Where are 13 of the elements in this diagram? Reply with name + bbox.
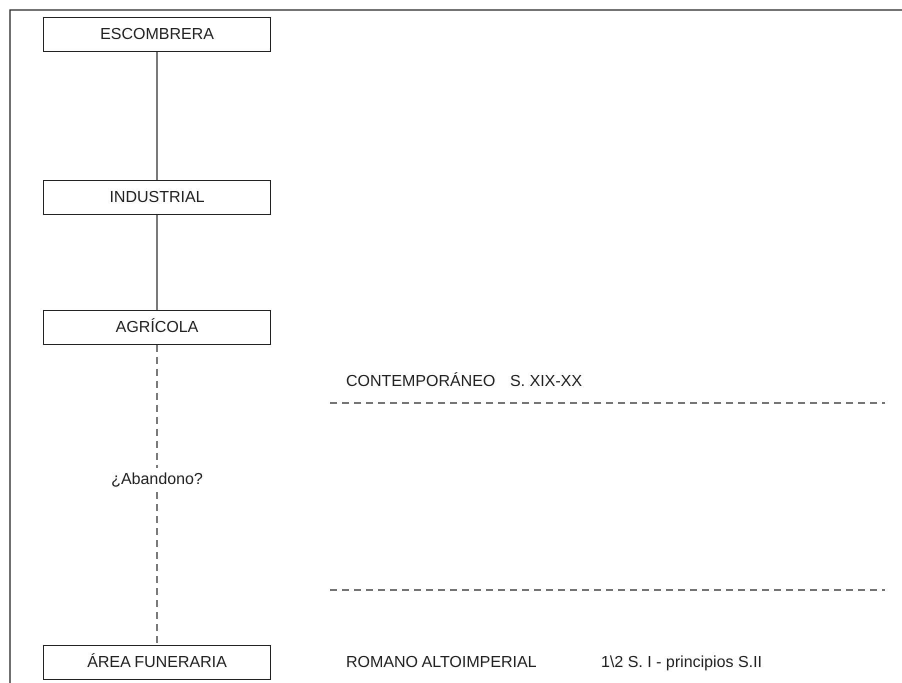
connector-line bbox=[156, 215, 158, 310]
connector-line bbox=[156, 52, 158, 180]
date-range: 1\2 S. I - principios S.II bbox=[601, 654, 762, 672]
connector-line bbox=[156, 492, 158, 645]
phase-box: ESCOMBRERA bbox=[43, 17, 271, 52]
phase-box: AGRÍCOLA bbox=[43, 310, 271, 345]
period-name: ROMANO ALTOIMPERIAL bbox=[346, 654, 537, 672]
phase-text: ¿Abandono? bbox=[107, 468, 207, 492]
date-range: S. XIX-XX bbox=[510, 373, 582, 391]
connector-line bbox=[156, 345, 158, 468]
period-name: CONTEMPORÁNEO bbox=[346, 373, 496, 391]
phase-box: INDUSTRIAL bbox=[43, 180, 271, 215]
phase-box: ÁREA FUNERARIA bbox=[43, 645, 271, 680]
